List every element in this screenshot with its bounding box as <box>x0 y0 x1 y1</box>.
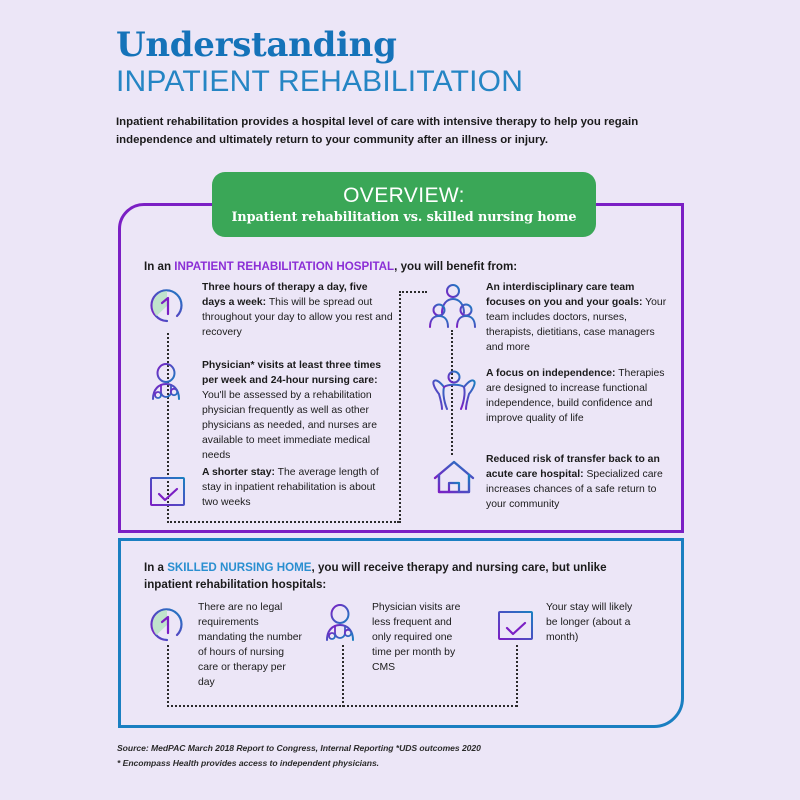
rehab-item-physician-visits-bold: Physician* visits at least three times p… <box>202 360 382 387</box>
nursing-heading-line2: inpatient rehabilitation hospitals: <box>144 578 327 592</box>
overview-subtitle: Inpatient rehabilitation vs. skilled nur… <box>231 210 577 226</box>
care-team-icon <box>428 283 478 336</box>
physician-icon <box>144 361 190 412</box>
rehab-item-physician-visits-text: Physician* visits at least three times p… <box>202 358 394 464</box>
nursing-item-physician-visits-text: Physician visits are less frequent and o… <box>372 602 461 674</box>
rehab-item-independence-rest: Therapies are designed to increase funct… <box>486 368 665 425</box>
rehab-item-physician-visits-rest: You'll be assessed by a rehabilitation p… <box>202 390 378 462</box>
rehab-item-care-team-bold: An interdisciplinary care team focuses o… <box>486 282 643 309</box>
nursing-heading-suffix: , you will receive therapy and nursing c… <box>311 561 607 574</box>
rehab-heading-highlight: INPATIENT REHABILITATION HOSPITAL <box>174 260 395 273</box>
page-subtitle: INPATIENT REHABILITATION <box>116 64 524 98</box>
calendar-check-icon <box>146 468 190 517</box>
independence-icon <box>430 369 478 420</box>
connector-line-middle <box>399 291 401 523</box>
rehab-heading-prefix: In an <box>144 260 175 273</box>
skilled-nursing-panel <box>118 538 684 728</box>
physician-icon <box>318 602 364 653</box>
rehab-item-independence: A focus on independence: Therapies are d… <box>428 366 668 426</box>
clock-icon <box>144 283 190 334</box>
rehab-item-independence-text: A focus on independence: Therapies are d… <box>486 366 668 426</box>
page-header: Understanding INPATIENT REHABILITATION I… <box>116 25 716 150</box>
rehab-item-therapy-hours-rest: This will be spread out throughout your … <box>202 297 393 339</box>
footer-source: Source: MedPAC March 2018 Report to Cong… <box>117 741 481 771</box>
rehab-item-reduced-transfer-risk-bold: Reduced risk of transfer back to an acut… <box>486 454 660 481</box>
nursing-item-physician-visits: Physician visits are less frequent and o… <box>318 600 468 675</box>
rehab-item-shorter-stay-rest: The average length of stay in inpatient … <box>202 467 379 509</box>
overview-title: OVERVIEW: <box>343 183 465 207</box>
nursing-heading-highlight: SKILLED NURSING HOME <box>167 561 312 574</box>
rehab-item-therapy-hours: Three hours of therapy a day, five days … <box>144 280 394 340</box>
nursing-item-longer-stay: Your stay will likely be longer (about a… <box>492 600 642 645</box>
connector-line-nursing-3 <box>516 645 518 707</box>
rehab-item-therapy-hours-text: Three hours of therapy a day, five days … <box>202 280 394 340</box>
nursing-heading-prefix: In a <box>144 561 168 574</box>
rehab-item-care-team: An interdisciplinary care team focuses o… <box>428 280 668 355</box>
rehab-item-therapy-hours-bold: Three hours of therapy a day, five days … <box>202 282 368 309</box>
page-title: Understanding <box>116 25 397 65</box>
connector-line-left-bottom <box>167 521 399 523</box>
nursing-item-no-legal-requirements-text: There are no legal requirements mandatin… <box>198 602 302 689</box>
nursing-section-heading: In a SKILLED NURSING HOME, you will rece… <box>144 559 654 594</box>
footer-line-1: Source: MedPAC March 2018 Report to Cong… <box>117 743 481 753</box>
overview-banner: OVERVIEW: Inpatient rehabilitation vs. s… <box>212 172 596 237</box>
connector-line-middle-top <box>399 291 427 293</box>
nursing-item-longer-stay-text: Your stay will likely be longer (about a… <box>546 602 633 644</box>
intro-paragraph: Inpatient rehabilitation provides a hosp… <box>116 116 639 146</box>
rehab-item-reduced-transfer-risk-text: Reduced risk of transfer back to an acut… <box>486 452 668 512</box>
rehab-heading-suffix: , you will benefit from: <box>394 260 518 273</box>
calendar-check-icon <box>494 602 538 651</box>
rehab-section-heading: In an INPATIENT REHABILITATION HOSPITAL,… <box>144 258 664 275</box>
rehab-item-reduced-transfer-risk-rest: Specialized care increases chances of a … <box>486 469 663 511</box>
connector-line-nursing-2 <box>342 645 344 707</box>
rehab-item-care-team-text: An interdisciplinary care team focuses o… <box>486 280 668 355</box>
connector-line-left <box>167 333 169 523</box>
rehab-item-care-team-rest: Your team includes doctors, nurses, ther… <box>486 297 667 354</box>
clock-icon <box>144 602 190 653</box>
nursing-item-no-legal-requirements: There are no legal requirements mandatin… <box>144 600 304 690</box>
rehab-item-independence-bold: A focus on independence: <box>486 368 616 379</box>
rehab-item-shorter-stay: A shorter stay: The average length of st… <box>144 465 394 510</box>
rehab-item-physician-visits: Physician* visits at least three times p… <box>144 358 394 464</box>
rehab-item-reduced-transfer-risk: Reduced risk of transfer back to an acut… <box>428 452 668 512</box>
rehab-item-shorter-stay-text: A shorter stay: The average length of st… <box>202 465 394 510</box>
footer-line-2: * Encompass Health provides access to in… <box>117 758 380 769</box>
rehab-item-shorter-stay-bold: A shorter stay: <box>202 467 275 478</box>
home-icon <box>430 456 478 505</box>
connector-line-nursing-1 <box>167 645 169 707</box>
